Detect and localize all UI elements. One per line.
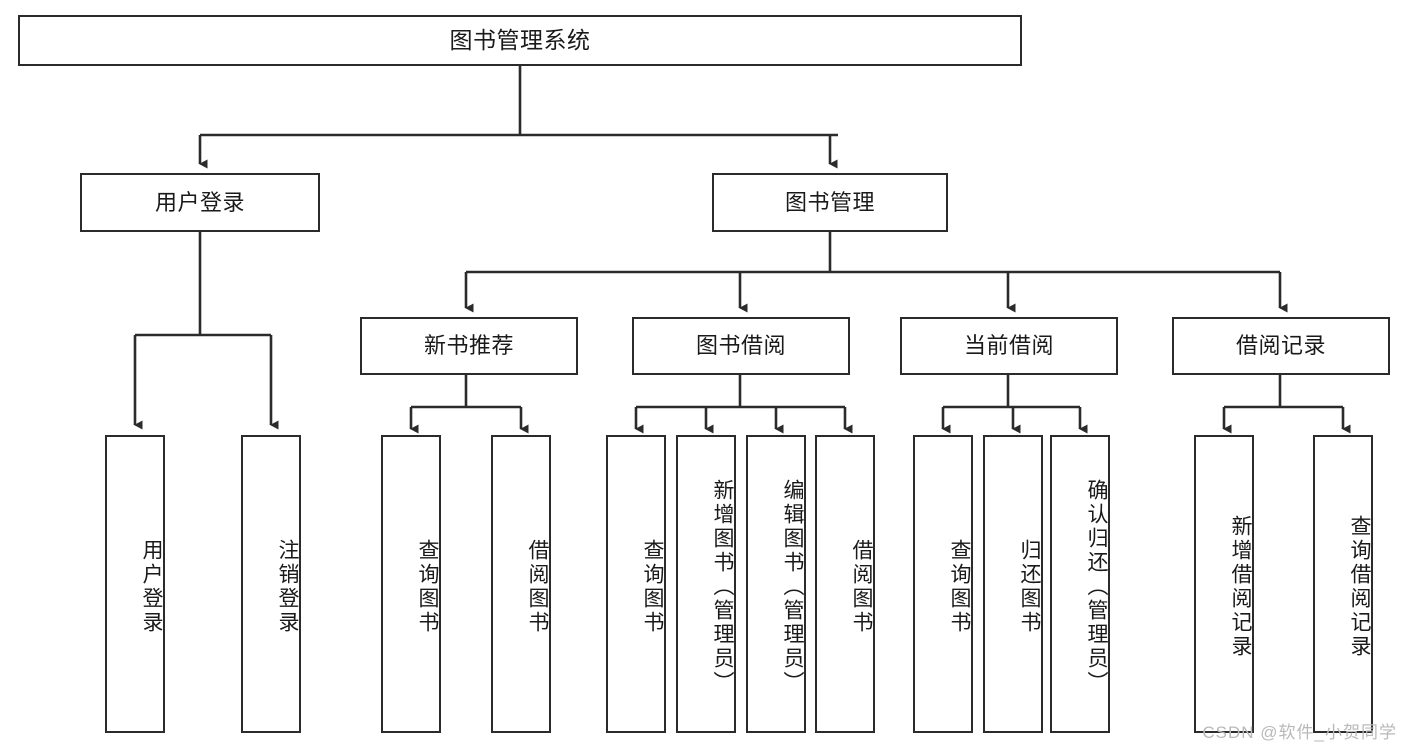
- leaf-confirm-return-admin[interactable]: 确认归还（管理员）: [1050, 435, 1110, 733]
- node-book-borrowing[interactable]: 图书借阅: [632, 317, 850, 375]
- node-book-management[interactable]: 图书管理: [712, 173, 948, 232]
- node-user-login[interactable]: 用户登录: [80, 173, 320, 232]
- leaf-borrow-books-new-recommendation[interactable]: 借阅图书: [491, 435, 551, 733]
- leaf-logout[interactable]: 注销登录: [241, 435, 301, 733]
- node-borrowing-records[interactable]: 借阅记录: [1172, 317, 1390, 375]
- leaf-query-borrowing-record[interactable]: 查询借阅记录: [1313, 435, 1373, 733]
- leaf-edit-book-admin[interactable]: 编辑图书（管理员）: [746, 435, 806, 733]
- leaf-add-book-admin[interactable]: 新增图书（管理员）: [676, 435, 736, 733]
- leaf-return-books[interactable]: 归还图书: [983, 435, 1043, 733]
- leaf-query-books-borrowing[interactable]: 查询图书: [606, 435, 666, 733]
- leaf-borrow-books[interactable]: 借阅图书: [815, 435, 875, 733]
- node-new-book-recommendation[interactable]: 新书推荐: [360, 317, 578, 375]
- node-root-library-management-system[interactable]: 图书管理系统: [18, 15, 1022, 66]
- node-current-borrowing[interactable]: 当前借阅: [900, 317, 1118, 375]
- leaf-add-borrowing-record[interactable]: 新增借阅记录: [1194, 435, 1254, 733]
- leaf-user-login[interactable]: 用户登录: [105, 435, 165, 733]
- leaf-query-books-current[interactable]: 查询图书: [913, 435, 973, 733]
- leaf-query-books-new-recommendation[interactable]: 查询图书: [381, 435, 441, 733]
